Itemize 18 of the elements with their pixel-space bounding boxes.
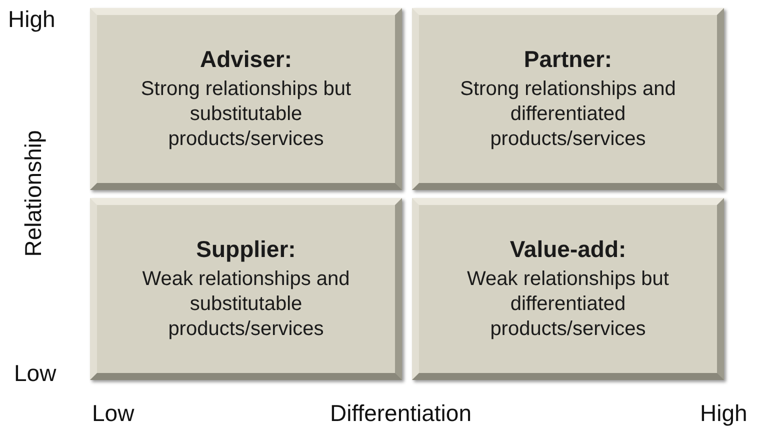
quadrant-title: Value-add: bbox=[510, 236, 626, 263]
quadrant-box bbox=[412, 8, 724, 190]
quadrant-description: Weak relationships but differentiated products/services bbox=[466, 267, 670, 342]
quadrant-description: Weak relationships and substitutable products/services bbox=[141, 267, 351, 342]
quadrant-title: Supplier: bbox=[196, 236, 296, 263]
quadrant-box bbox=[90, 198, 402, 380]
quadrant-box bbox=[90, 8, 402, 190]
quadrant-description: Strong relationships but substitutable products/services bbox=[140, 77, 352, 152]
quadrant-title: Partner: bbox=[524, 46, 612, 73]
quadrant-description: Strong relationships and differentiated products/services bbox=[459, 77, 677, 152]
axis-title: Relationship bbox=[20, 130, 47, 257]
axis-tick-label: High bbox=[700, 400, 748, 427]
quadrant-box bbox=[412, 198, 724, 380]
axis-tick-label: High bbox=[8, 6, 56, 33]
axis-tick-label: Low bbox=[14, 360, 56, 387]
axis-tick-label: Low bbox=[92, 400, 134, 427]
axis-title: Differentiation bbox=[330, 400, 472, 427]
quadrant-title: Adviser: bbox=[200, 46, 292, 73]
